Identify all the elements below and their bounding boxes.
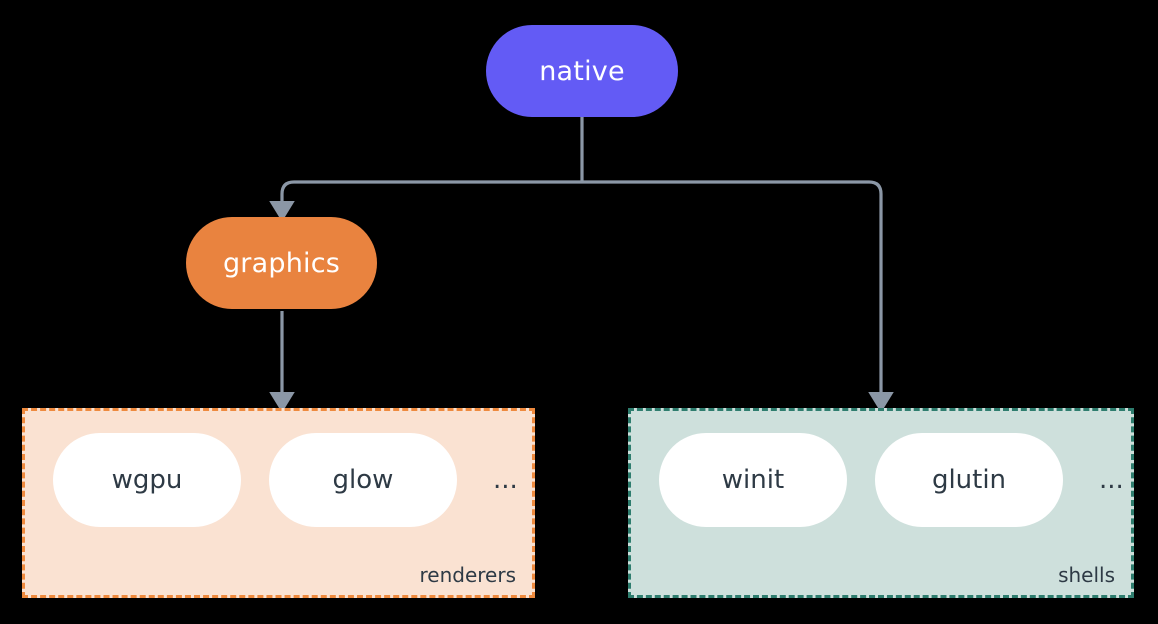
node-graphics-label: graphics [222, 247, 341, 279]
chip-wgpu[interactable]: wgpu [53, 433, 241, 527]
group-renderers-items: wgpu glow ... [25, 433, 532, 527]
chip-glutin[interactable]: glutin [875, 433, 1063, 527]
edge-native-to-shells [582, 180, 894, 413]
renderers-overflow-ellipsis: ... [493, 465, 518, 495]
node-graphics[interactable]: graphics [186, 217, 377, 309]
node-native-label: native [539, 55, 625, 87]
edge-native-to-graphics [269, 180, 582, 222]
node-native[interactable]: native [486, 25, 678, 117]
chip-winit[interactable]: winit [659, 433, 847, 527]
chip-winit-label: winit [721, 465, 785, 495]
shells-overflow-ellipsis: ... [1099, 465, 1124, 495]
group-renderers-caption: renderers [419, 563, 517, 587]
chip-glow[interactable]: glow [269, 433, 457, 527]
group-shells: winit glutin ... shells [628, 408, 1134, 598]
group-shells-items: winit glutin ... [631, 433, 1131, 527]
chip-wgpu-label: wgpu [111, 465, 183, 495]
group-renderers: wgpu glow ... renderers [22, 408, 535, 598]
group-shells-caption: shells [1058, 563, 1115, 587]
chip-glutin-label: glutin [931, 465, 1007, 495]
chip-glow-label: glow [332, 465, 394, 495]
